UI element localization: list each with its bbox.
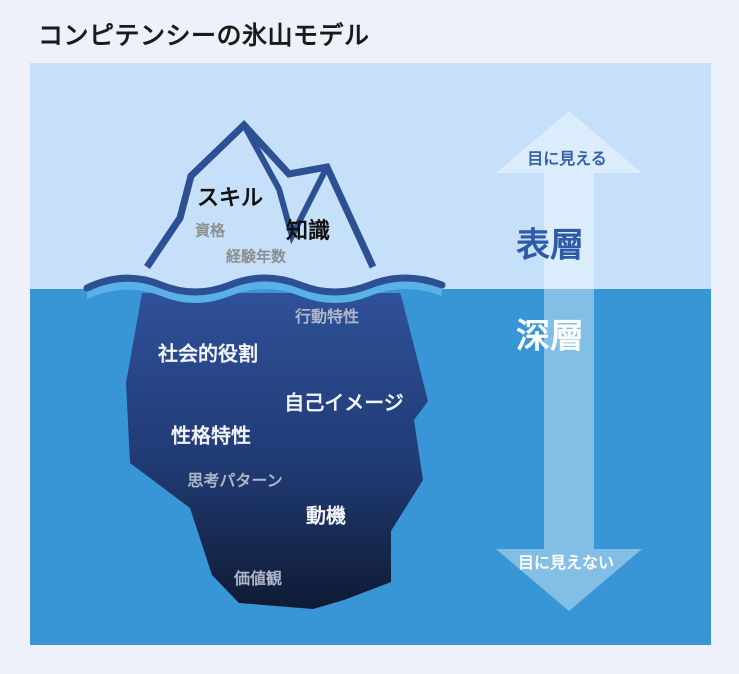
label-visible: 目に見える xyxy=(527,149,607,168)
label-motive: 動機 xyxy=(306,503,346,528)
label-behavior-traits: 行動特性 xyxy=(294,307,360,326)
label-deep: 深層 xyxy=(516,316,584,357)
label-skill: スキル xyxy=(196,186,264,211)
page-title: コンピテンシーの氷山モデル xyxy=(38,21,370,50)
wave-line xyxy=(83,274,446,296)
label-social-role: 社会的役割 xyxy=(158,341,258,366)
sky-area xyxy=(30,63,711,289)
iceberg-diagram: スキル 知識 資格 経験年数 行動特性 社会的役割 自己イメージ 性格特性 思考… xyxy=(30,63,711,645)
label-values: 価値観 xyxy=(233,569,283,588)
iceberg-tip-ridge xyxy=(241,123,330,245)
label-personality: 性格特性 xyxy=(171,423,251,448)
wave-highlight xyxy=(87,278,442,303)
label-knowledge: 知識 xyxy=(285,219,331,244)
label-qualification: 資格 xyxy=(194,221,226,240)
label-experience-years: 経験年数 xyxy=(225,247,287,266)
label-thinking-pattern: 思考パターン xyxy=(187,471,283,490)
label-self-image: 自己イメージ xyxy=(284,390,404,415)
visibility-arrow xyxy=(496,111,642,611)
label-surface: 表層 xyxy=(516,225,584,266)
iceberg-graphic xyxy=(30,63,711,645)
label-invisible: 目に見えない xyxy=(517,553,615,572)
underwater-iceberg xyxy=(126,293,428,609)
